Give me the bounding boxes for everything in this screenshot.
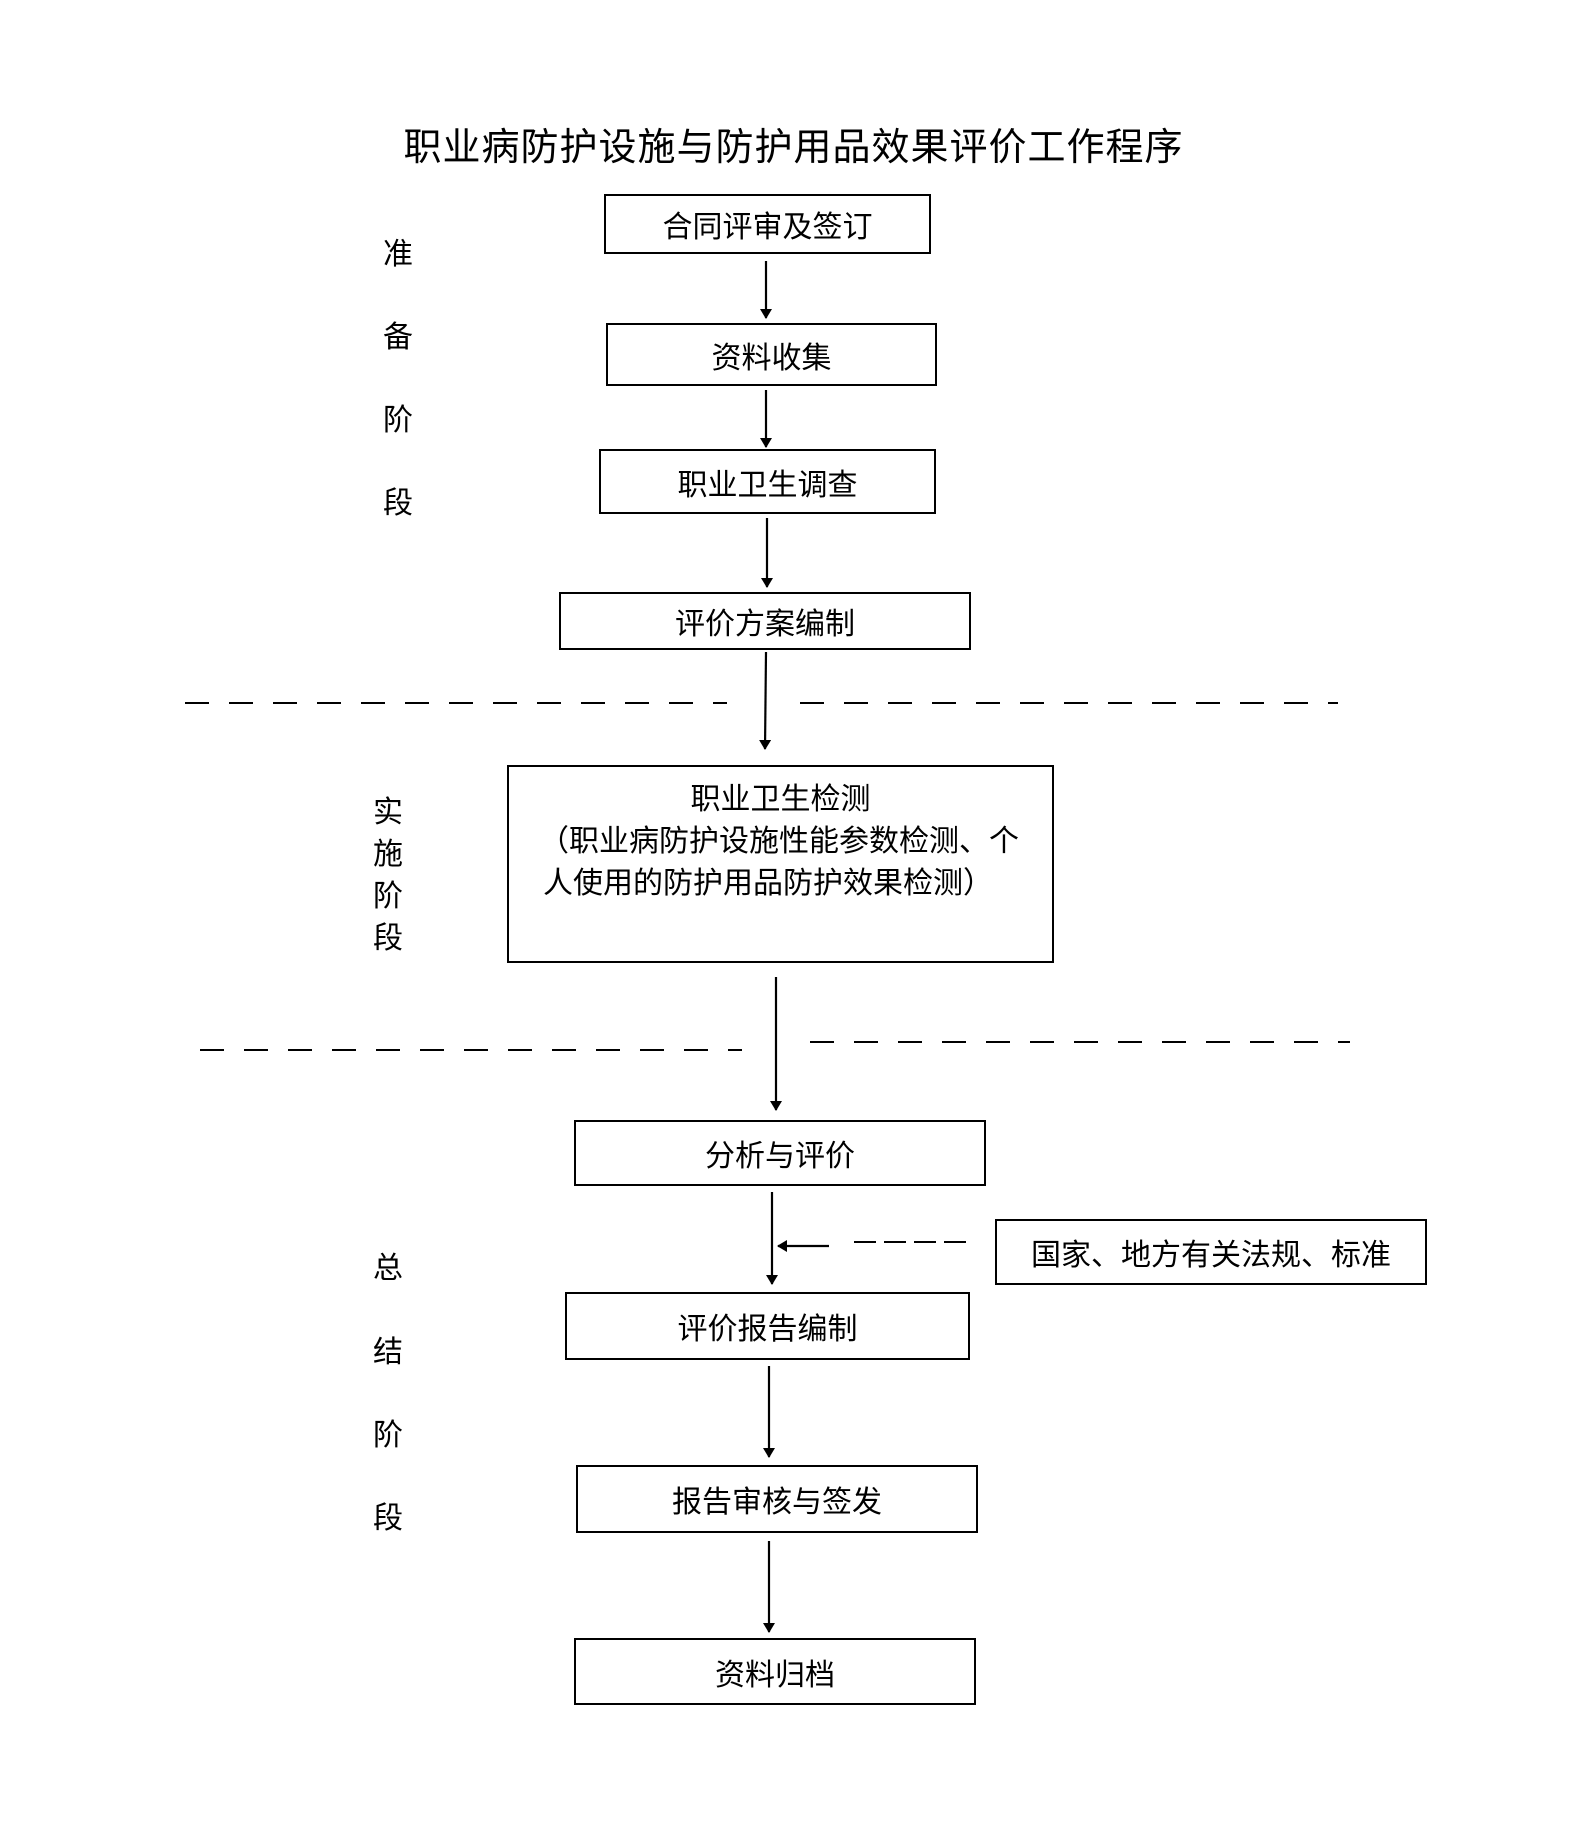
step-analysis-evaluation: 分析与评价 <box>574 1120 986 1186</box>
step-contract-review: 合同评审及签订 <box>604 194 931 254</box>
stage-summary-char: 结 <box>373 1335 403 1370</box>
stage-implementation-char: 段 <box>373 921 403 956</box>
stage-implementation-char: 阶 <box>373 879 403 914</box>
step-archive: 资料归档 <box>574 1638 976 1705</box>
stage-preparation-char: 段 <box>383 486 413 521</box>
stage-implementation-char: 实 <box>373 795 403 830</box>
reference-regulations-standards: 国家、地方有关法规、标准 <box>995 1219 1427 1285</box>
step-evaluation-plan: 评价方案编制 <box>559 592 971 650</box>
stage-preparation-char: 备 <box>383 320 413 355</box>
detection-detail-line: 人使用的防护用品防护效果检测） <box>543 866 993 901</box>
stage-summary-char: 段 <box>373 1501 403 1536</box>
diagram-title: 职业病防护设施与防护用品效果评价工作程序 <box>403 125 1184 169</box>
stage-preparation-char: 准 <box>383 237 413 272</box>
step-hygiene-survey: 职业卫生调查 <box>599 449 936 514</box>
detection-title: 职业卫生检测 <box>690 782 871 817</box>
step-data-collection: 资料收集 <box>606 323 937 386</box>
step-hygiene-detection: 职业卫生检测 （职业病防护设施性能参数检测、个 人使用的防护用品防护效果检测） <box>507 765 1054 963</box>
stage-summary-char: 总 <box>373 1251 403 1286</box>
detection-detail-line: （职业病防护设施性能参数检测、个 <box>539 824 1019 859</box>
stage-preparation-char: 阶 <box>383 403 413 438</box>
stage-summary-char: 阶 <box>373 1418 403 1453</box>
step-report-review-issue: 报告审核与签发 <box>576 1465 978 1533</box>
step-report-compilation: 评价报告编制 <box>565 1292 970 1360</box>
arrow-plan-to-detection <box>759 651 772 750</box>
stage-implementation-char: 施 <box>373 837 403 872</box>
